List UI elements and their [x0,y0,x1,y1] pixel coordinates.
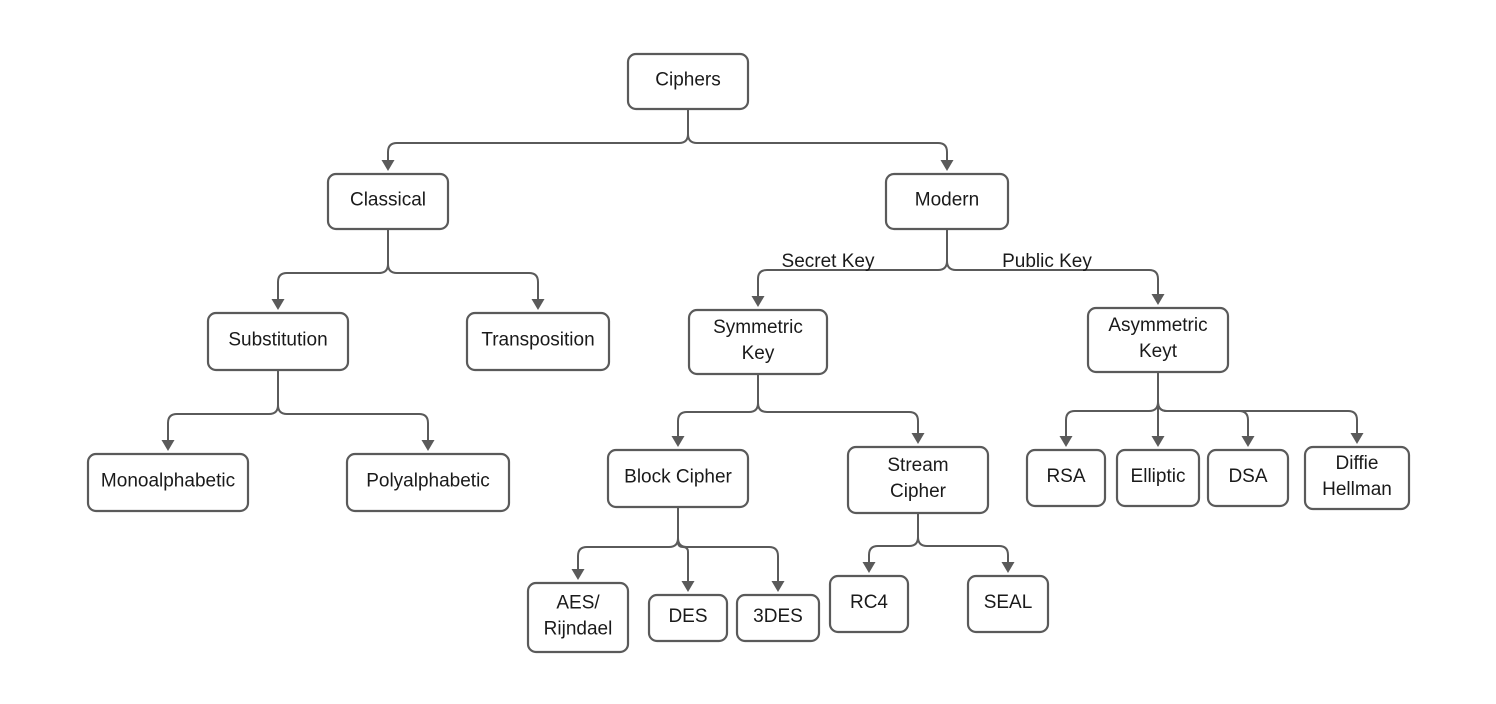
edge-ciphers-to-classical [381,108,689,171]
edge-classical-to-substitution [271,228,389,310]
node-seal[interactable]: SEAL [966,574,1050,634]
edge-asymmetric-key-to-diffie-hellman [1157,371,1364,444]
edge-asymmetric-key-to-rsa [1059,371,1159,447]
edges-layer [161,108,1364,592]
edge-block-cipher-to-des [677,506,695,592]
node-dsa[interactable]: DSA [1206,448,1290,508]
edge-substitution-to-polyalphabetic [277,369,435,451]
node-aes-rijndael[interactable]: AES/Rijndael [526,581,630,654]
edge-modern-to-asymmetric-key [946,228,1165,305]
node-substitution[interactable]: Substitution [206,311,350,372]
node-label-monoalphabetic: Monoalphabetic [101,471,235,492]
edge-symmetric-key-to-stream-cipher [757,373,925,444]
edge-substitution-to-monoalphabetic [161,369,279,451]
node-label-des: DES [668,606,707,627]
node-des[interactable]: DES [647,593,729,643]
node-label-seal: SEAL [984,592,1033,613]
edge-labels-layer: Secret Key Public Key [782,251,1093,272]
node-label-ciphers: Ciphers [655,70,720,91]
node-label-modern: Modern [915,190,979,211]
node-label-aes-rijndael: AES/Rijndael [544,593,613,640]
node-label-3des: 3DES [753,606,803,627]
node-label-transposition: Transposition [481,330,594,351]
node-rc4[interactable]: RC4 [828,574,910,634]
node-label-dsa: DSA [1228,466,1267,487]
node-label-substitution: Substitution [228,330,327,351]
edge-symmetric-key-to-block-cipher [671,373,759,447]
edge-block-cipher-to-aes-rijndael [571,506,679,580]
secret-key-label: Secret Key [782,251,875,272]
node-block-cipher[interactable]: Block Cipher [606,448,750,509]
edge-stream-cipher-to-seal [917,512,1015,573]
node-polyalphabetic[interactable]: Polyalphabetic [345,452,511,513]
edge-classical-to-transposition [387,228,545,310]
edge-ciphers-to-modern [687,108,954,171]
node-ciphers[interactable]: Ciphers [626,52,750,111]
node-transposition[interactable]: Transposition [465,311,611,372]
node-label-rc4: RC4 [850,592,888,613]
node-label-polyalphabetic: Polyalphabetic [366,471,490,492]
node-label-rsa: RSA [1046,466,1085,487]
node-label-elliptic: Elliptic [1131,466,1186,487]
node-modern[interactable]: Modern [884,172,1010,231]
edge-asymmetric-key-to-dsa [1157,371,1255,447]
node-monoalphabetic[interactable]: Monoalphabetic [86,452,250,513]
edge-block-cipher-to-3des [677,506,785,592]
node-3des[interactable]: 3DES [735,593,821,643]
edge-stream-cipher-to-rc4 [862,512,919,573]
node-label-block-cipher: Block Cipher [624,467,732,488]
public-key-label: Public Key [1002,251,1092,272]
node-label-classical: Classical [350,190,426,211]
node-rsa[interactable]: RSA [1025,448,1107,508]
node-elliptic[interactable]: Elliptic [1115,448,1201,508]
node-classical[interactable]: Classical [326,172,450,231]
